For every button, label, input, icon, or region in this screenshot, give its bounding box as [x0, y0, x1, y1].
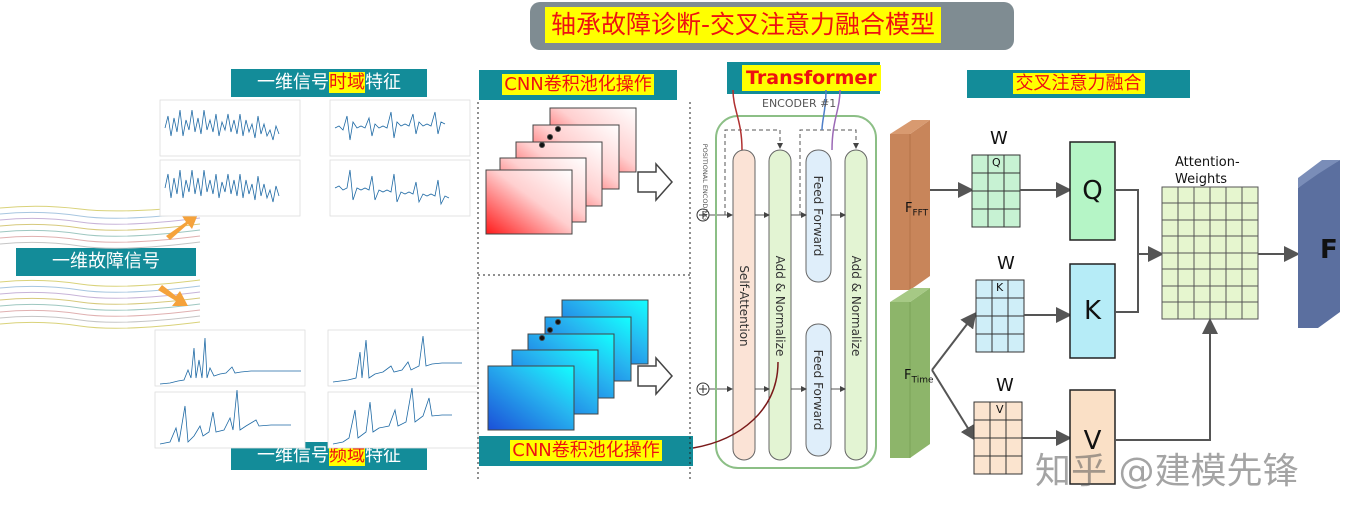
encoder-flow-arrows: [755, 212, 846, 392]
wk-sub: K: [996, 281, 1004, 294]
time-feature-label: 一维信号时域特征: [231, 69, 427, 97]
add-normalize-block-2: [844, 149, 868, 461]
time-domain-plots: [159, 99, 471, 217]
watermark: 知乎 @建模先锋: [1035, 451, 1299, 492]
cnn-feature-maps-red: [485, 107, 637, 235]
add-normalize-block-1: [768, 149, 792, 461]
encoder-label: ENCODER #1: [762, 97, 837, 110]
q-label: Q: [1082, 176, 1103, 206]
page-title: 轴承故障诊断-交叉注意力融合模型: [545, 7, 942, 43]
output-prism: [1298, 160, 1340, 328]
hollow-arrow-bottom: [637, 356, 674, 396]
feed-forward-label-2: Feed Forward: [811, 349, 825, 431]
cnn-feature-maps-blue: [487, 299, 649, 431]
wq-label: W: [990, 128, 1008, 149]
v-box: [1069, 389, 1116, 485]
freq-feature-label: 一维信号频域特征: [231, 442, 427, 470]
freq-domain-plots: [154, 329, 479, 449]
f-fft-label: FFFT: [905, 201, 929, 219]
fault-signal-label: 一维故障信号: [16, 248, 196, 276]
encoder-container: [715, 115, 877, 469]
positional-encoding-label: POSITIONAL ENCODING: [701, 143, 709, 221]
cross-fusion-label: 交叉注意力融合: [967, 70, 1190, 98]
self-attention-label: Self-Attention: [737, 265, 751, 347]
time-to-wk-arrow: [931, 311, 977, 371]
attention-weights-grid: [1161, 186, 1259, 320]
v-label: V: [1083, 426, 1102, 456]
output-label: F: [1320, 235, 1338, 265]
wv-sub: V: [996, 403, 1004, 416]
transformer-text: Transformer: [742, 65, 881, 91]
add-normalize-label-1: Add & Normalize: [773, 255, 787, 357]
feed-forward-label-1: Feed Forward: [811, 175, 825, 257]
k-box: [1069, 263, 1116, 359]
f-time-label: FTime: [904, 368, 934, 386]
cnn-bottom-label: CNN卷积池化操作: [479, 436, 693, 466]
wv-label: W: [996, 375, 1014, 396]
k-label: K: [1083, 296, 1102, 326]
wq-grid: [971, 154, 1021, 228]
raw-signal-lines: [0, 205, 201, 329]
wk-label: W: [997, 253, 1015, 274]
wv-grid: [973, 401, 1023, 475]
self-attention-block: [732, 149, 756, 461]
time-to-wv-arrow: [931, 369, 977, 442]
orange-arrow-down: [158, 285, 188, 306]
cnn-top-label: CNN卷积池化操作: [479, 70, 677, 100]
hollow-arrow-top: [637, 162, 674, 202]
wq-sub: Q: [992, 156, 1001, 169]
attention-weights-label: Attention-Weights: [1175, 155, 1240, 187]
add-normalize-label-2: Add & Normalize: [849, 255, 863, 357]
orange-arrow-up: [166, 214, 198, 240]
